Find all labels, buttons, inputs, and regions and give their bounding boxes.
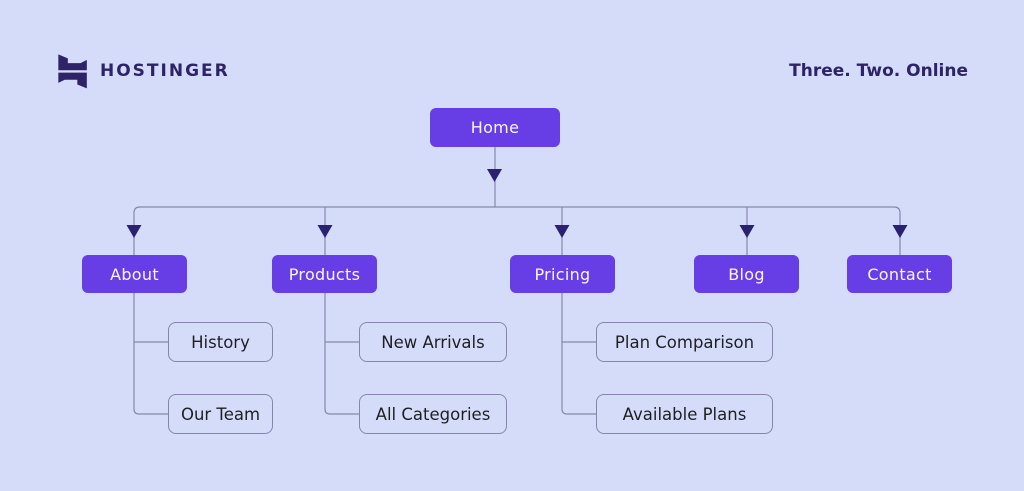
- hostinger-logo-icon: [58, 54, 87, 89]
- node-blog: Blog: [694, 255, 799, 293]
- node-our-team: Our Team: [168, 394, 273, 434]
- connector-about-trunk: [133, 293, 168, 415]
- node-new-arrivals: New Arrivals: [359, 322, 507, 362]
- hostinger-wordmark: HOSTINGER: [100, 61, 230, 81]
- node-pricing: Pricing: [510, 255, 615, 293]
- node-contact: Contact: [847, 255, 952, 293]
- node-available-plans: Available Plans: [596, 394, 773, 434]
- arrow-down-icon: [487, 169, 502, 182]
- node-plan-comparison: Plan Comparison: [596, 322, 773, 362]
- node-about: About: [82, 255, 187, 293]
- node-history: History: [168, 322, 273, 362]
- node-all-categories: All Categories: [359, 394, 507, 434]
- connector-products-trunk: [324, 293, 359, 415]
- tagline: Three. Two. Online: [789, 61, 968, 81]
- connector-pricing-trunk: [561, 293, 596, 415]
- arrow-down-icon: [892, 225, 908, 238]
- connector-distributor: [133, 206, 901, 255]
- node-products: Products: [272, 255, 377, 293]
- arrow-down-icon: [317, 225, 333, 238]
- arrow-down-icon: [554, 225, 570, 238]
- arrow-down-icon: [739, 225, 755, 238]
- arrow-down-icon: [126, 225, 142, 238]
- node-home: Home: [430, 108, 560, 147]
- hostinger-logo: HOSTINGER: [52, 52, 230, 90]
